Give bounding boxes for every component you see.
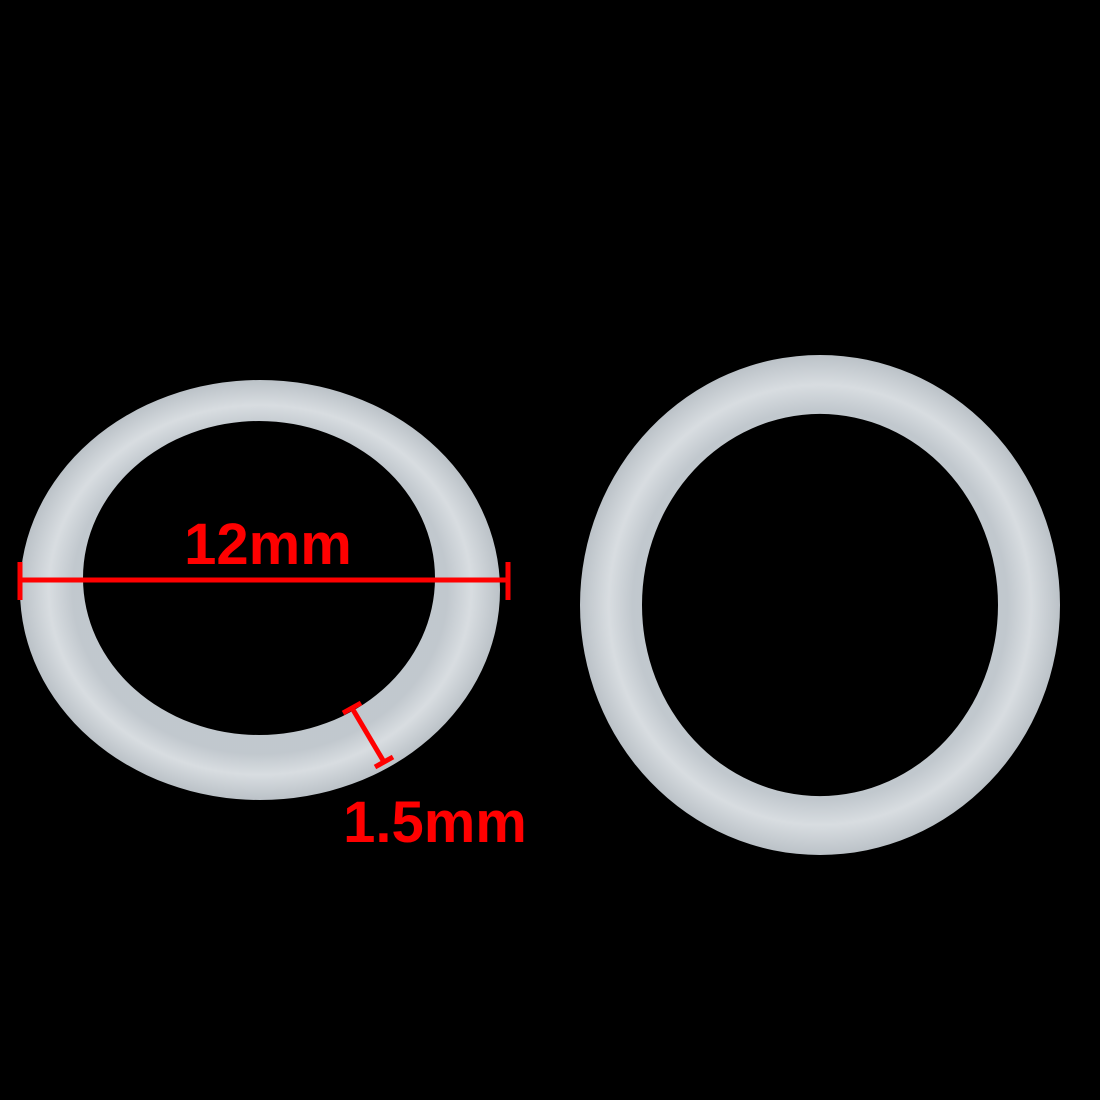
- cross-section-bottom-tick: [373, 754, 395, 770]
- diameter-label: 12mm: [184, 512, 352, 577]
- cross-section-top-tick: [341, 700, 363, 716]
- o-ring-left-body: [20, 380, 500, 800]
- diameter-dimension: 12mm: [17, 512, 511, 600]
- cross-section-label: 1.5mm: [343, 790, 527, 855]
- cross-section-dimension-line: [349, 706, 387, 764]
- o-ring-left: [20, 380, 500, 800]
- cross-section-dimension: 1.5mm: [341, 700, 527, 855]
